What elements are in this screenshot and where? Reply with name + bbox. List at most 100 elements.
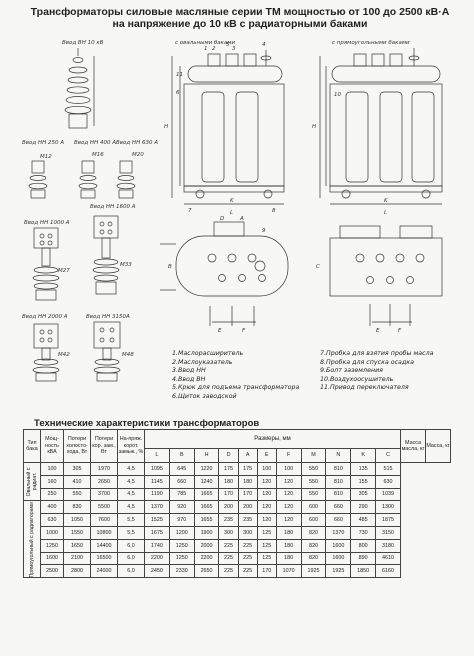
legend-item: 11.Привод переключателя [320,384,409,391]
table-cell: 4,5 [117,500,145,515]
table-cell: 630 [40,513,64,527]
table-cell: 6,0 [117,538,145,553]
legend-item: 7.Пробка для взятия пробы масла [320,350,434,357]
table-cell: 1200 [168,525,195,540]
callout-9: 9 [262,228,266,234]
col-oil-mass: Масса масла, кг [400,429,426,463]
table-cell: 1925 [300,564,327,579]
table-cell: 1600 [325,551,352,566]
table-cell: 2100 [63,551,91,566]
table-cell: 290 [350,500,377,515]
table-cell: 1050 [63,513,91,527]
table-cell: 2650 [90,474,118,489]
table-cell: 5,5 [117,513,145,527]
table-cell: 1250 [40,538,64,553]
table-cell: 300 [237,525,258,540]
label-m20: M20 [132,152,144,158]
table-cell: 1875 [375,513,401,527]
tank-type-cell: Овальный с радиат. [23,461,41,502]
table-cell: 225 [218,564,239,579]
table-cell: 1550 [63,525,91,540]
table-cell: 1095 [144,462,170,476]
dim-l: L [230,210,233,216]
col-total-mass: Масса, кг [425,429,451,463]
legend-right: 7.Пробка для взятия пробы масла 8.Пробка… [320,350,433,393]
dim-col-header: M [300,448,327,463]
table-cell: 2500 [40,564,64,579]
table-cell: 1370 [325,525,352,540]
table-cell: 1675 [144,525,170,540]
tank-type-cell: Прямоугольный с радиаторами [23,500,41,579]
callout-4: 4 [262,42,266,48]
lv-bushings-large [32,215,120,301]
table-cell: 1300 [375,500,401,515]
specs-table: Тип бака Мощ-ность кВА Потери холосто-хо… [23,429,451,579]
table-cell: 820 [300,538,327,553]
dim-d: D [220,216,224,222]
table-cell: 120 [256,474,277,489]
table-cell: 300 [218,525,239,540]
table-cell: 100 [275,462,302,476]
table-cell: 1220 [193,462,220,476]
table-cell: 180 [275,551,302,566]
table-cell: 305 [63,462,91,476]
table-cell: 1250 [168,551,195,566]
table-cell: 200 [237,500,258,515]
table-cell: 180 [275,538,302,553]
table-cell: 1925 [325,564,352,579]
dim-col-header: D [218,448,239,463]
legend-item: 4.Ввод ВН [172,375,206,383]
col-power: Мощ-ность кВА [40,429,64,463]
table-cell: 660 [325,513,352,527]
table-cell: 2800 [63,564,91,579]
table-cell: 180 [275,525,302,540]
dim-a: A [239,216,244,222]
table-cell: 410 [63,474,91,489]
table-cell: 175 [218,462,239,476]
hv-bushing-drawing [64,48,95,129]
table-cell: 180 [237,474,258,489]
table-cell: 10800 [90,525,118,540]
table-cell: 250 [40,487,64,502]
table-cell: 2000 [193,538,220,553]
table-cell: 785 [168,487,195,502]
table-cell: 100 [40,462,64,476]
dim-col-header: E [256,448,277,463]
table-cell: 1850 [350,564,377,579]
table-cell: 120 [275,474,302,489]
table-cell: 14400 [90,538,118,553]
table-cell: 1145 [144,474,170,489]
dim-e-rect: E [376,328,380,334]
label-m12: M12 [40,154,52,160]
table-cell: 630 [375,474,401,489]
table-cell: 1370 [144,500,170,515]
label-lv-630: Ввод НН 630 А [116,140,158,146]
dim-col-header: A [237,448,258,463]
label-oval-tanks: с овальными баками [175,40,236,46]
table-cell: 4,5 [117,474,145,489]
oval-tank-front-view [171,50,285,205]
legend-left: 1.Маслорасширитель 2.Маслоуказатель 3.Вв… [172,350,299,401]
table-cell: 2330 [168,564,195,579]
legend-item: 6.Щиток заводской [172,392,237,400]
table-cell: 810 [325,474,352,489]
callout-10: 10 [334,92,341,98]
callout-7: 7 [188,208,192,214]
label-m33: M33 [120,262,132,268]
label-lv-250: Ввод НН 250 А [22,140,64,146]
table-cell: 820 [300,551,327,566]
table-cell: 3700 [90,487,118,502]
col-loss-sc: Потери кор. зам., Вт [90,429,118,463]
table-cell: 170 [218,487,239,502]
table-cell: 125 [256,538,277,553]
table-cell: 1070 [275,564,302,579]
dim-k-rect: K [384,198,388,204]
table-cell: 235 [237,513,258,527]
dim-f: F [242,328,246,334]
table-cell: 730 [350,525,377,540]
table-cell: 120 [256,487,277,502]
dim-col-header: N [325,448,352,463]
